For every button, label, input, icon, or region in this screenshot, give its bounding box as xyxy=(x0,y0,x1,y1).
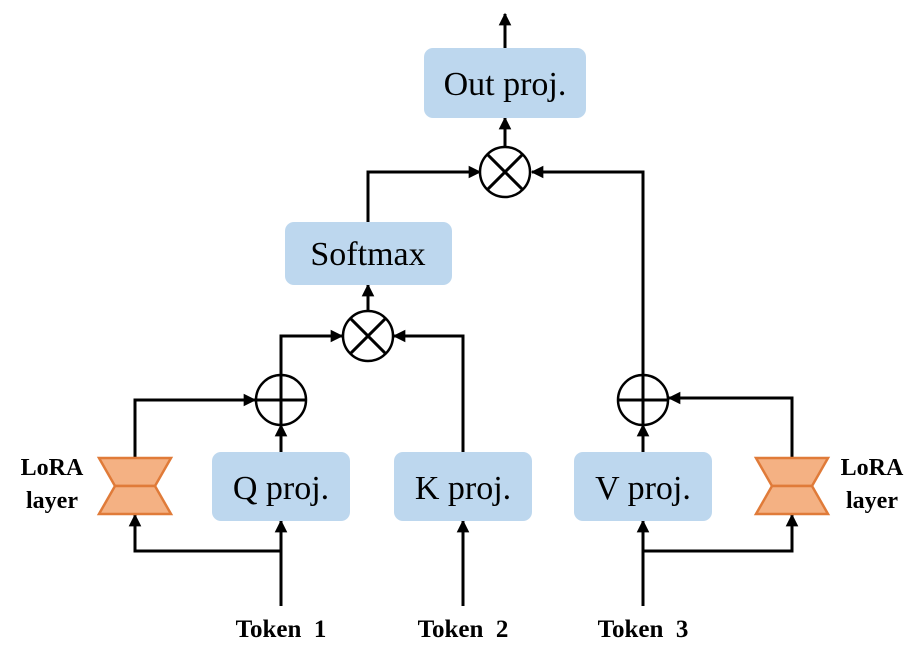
right-lora-label-line1: LoRA xyxy=(841,455,904,481)
multiply-lower-icon xyxy=(341,309,395,363)
softmax-label: Softmax xyxy=(310,236,425,273)
out-proj-box xyxy=(424,48,586,118)
connections xyxy=(128,12,799,606)
right-lora-label-line2: layer xyxy=(846,488,898,514)
left-lora-label-line1: LoRA xyxy=(21,455,84,481)
left-lora-layer-icon xyxy=(96,456,174,516)
q-proj-block: Q proj. xyxy=(212,452,350,521)
plus-v-icon xyxy=(616,373,670,427)
token-1-label: Token 1 xyxy=(236,616,327,643)
k-branch-to-multiply-arrow xyxy=(392,329,465,452)
k-proj-box xyxy=(394,452,532,521)
token-1-to-left-lora-arrow xyxy=(128,513,281,553)
token-3-to-right-lora-arrow xyxy=(643,513,799,553)
softmax-to-multiply-arrow xyxy=(366,165,482,222)
left-lora-label-line2: layer xyxy=(26,488,78,514)
k-proj-label: K proj. xyxy=(415,470,511,507)
k-proj-block: K proj. xyxy=(394,452,532,521)
right-lora-layer-icon xyxy=(753,456,831,516)
v-proj-box xyxy=(574,452,712,521)
v-branch-to-multiply-arrow xyxy=(530,165,645,376)
token-3-label: Token 3 xyxy=(598,616,689,643)
softmax-block: Softmax xyxy=(285,222,452,285)
left-lora-to-plus-arrow xyxy=(133,393,257,458)
softmax-box xyxy=(285,222,452,285)
q-proj-label: Q proj. xyxy=(233,470,329,507)
v-proj-block: V proj. xyxy=(574,452,712,521)
v-proj-label: V proj. xyxy=(595,470,691,507)
multiply-top-icon xyxy=(478,145,532,199)
token-2-label: Token 2 xyxy=(418,616,509,643)
q-proj-box xyxy=(212,452,350,521)
plus-q-icon xyxy=(254,373,308,427)
right-lora-to-plus-arrow xyxy=(667,391,794,458)
out-proj-block: Out proj. xyxy=(424,48,586,118)
q-branch-to-multiply-arrow xyxy=(279,329,344,376)
out-proj-label: Out proj. xyxy=(444,66,567,103)
